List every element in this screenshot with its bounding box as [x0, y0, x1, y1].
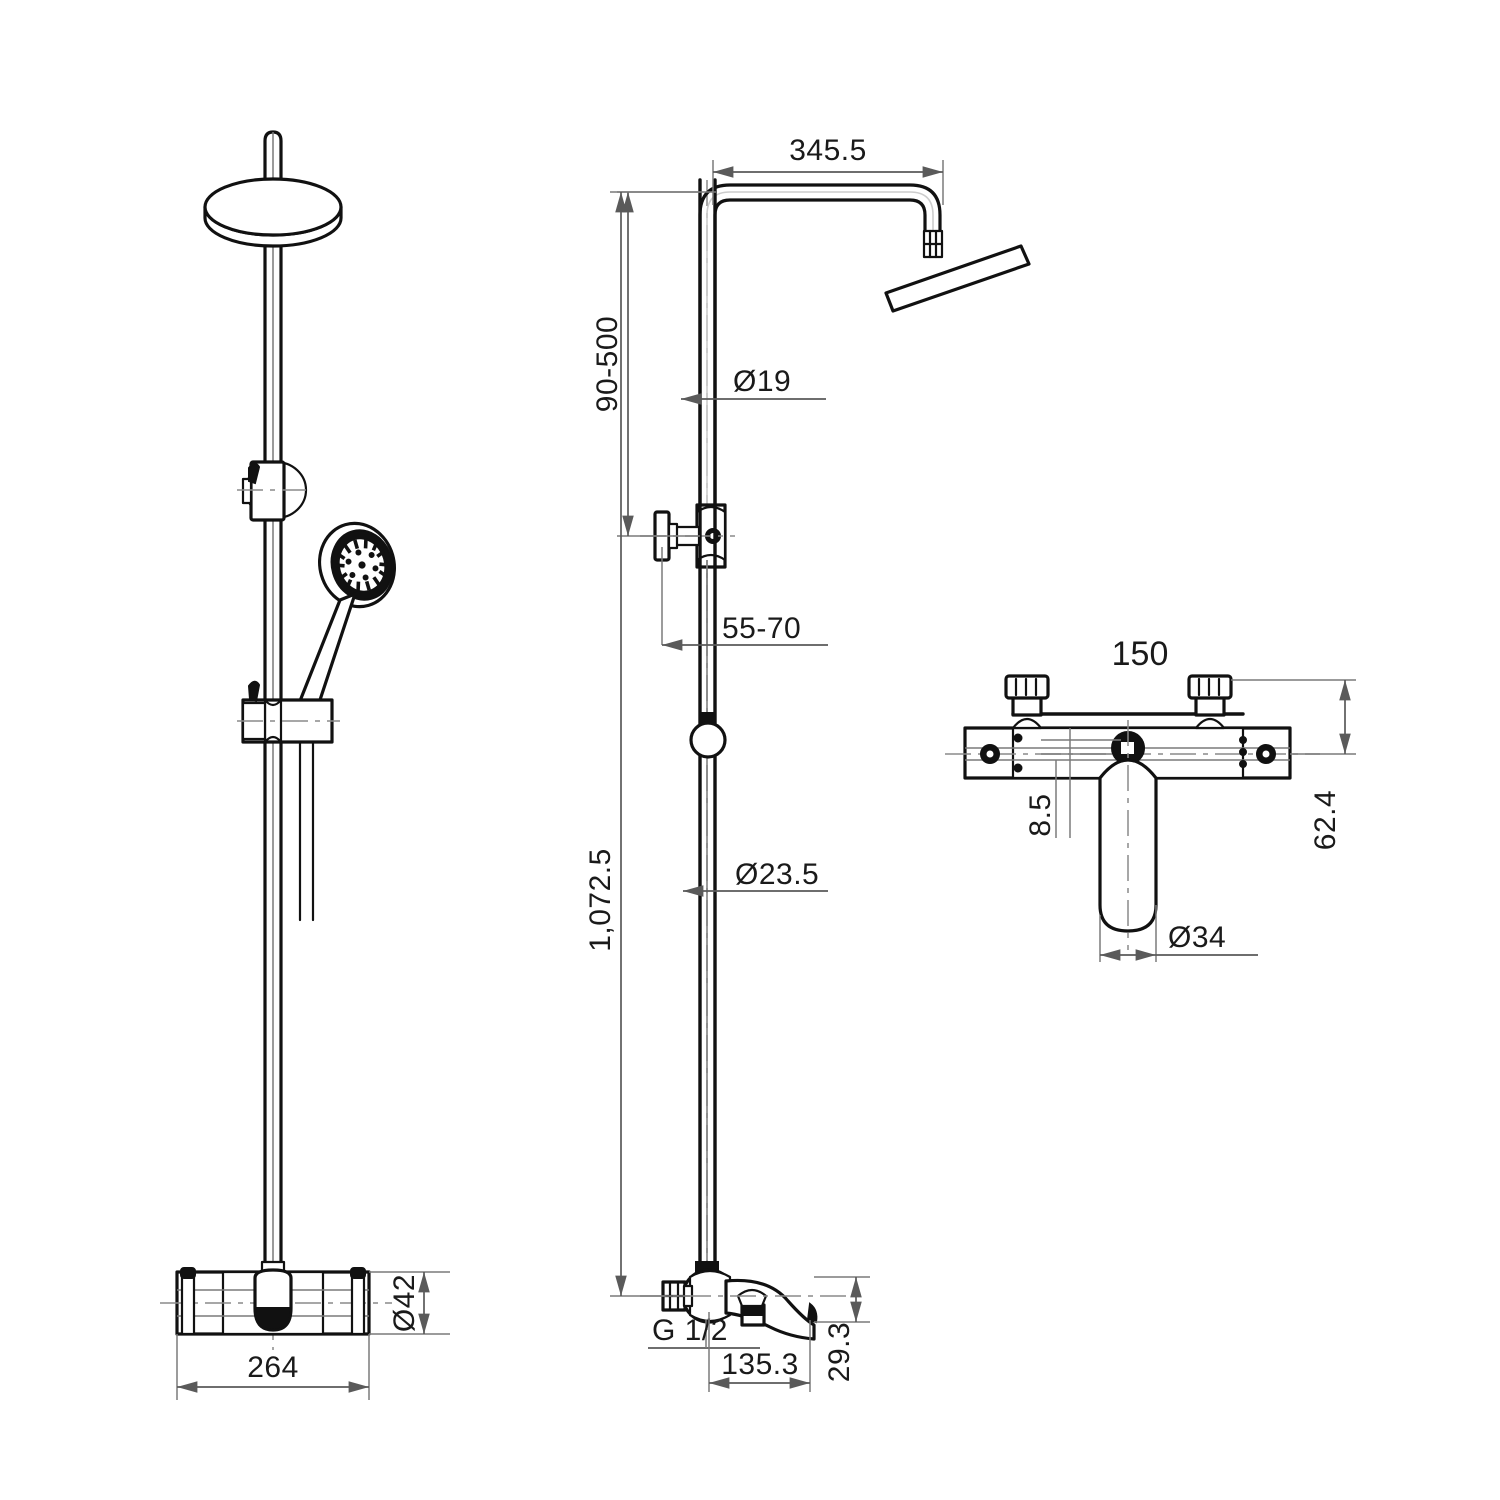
detail-dimension-dia34: Ø34	[1099, 905, 1258, 962]
lower-holder-bracket-front	[237, 680, 340, 744]
rain-shower-head-front	[203, 177, 343, 248]
upper-slider-bracket-front	[237, 460, 308, 522]
detail-dimension-150: 150	[1112, 635, 1169, 673]
detail-dimension-62-4: 62.4	[1231, 679, 1356, 850]
side-dimension-g-half: G 1/2	[648, 1314, 760, 1349]
front-body-diameter-label: Ø42	[388, 1274, 421, 1332]
mixer-body-detail-view: 150 8.5 62.4 Ø34	[945, 635, 1356, 962]
riser-lower-diameter-label: Ø23.5	[735, 858, 819, 891]
shower-hose-front	[298, 740, 315, 922]
side-dimension-135-3: 135.3	[708, 1312, 811, 1392]
inlet-nut-right-detail	[1187, 674, 1233, 730]
temperature-handle-front[interactable]	[180, 1267, 196, 1336]
bath-spout-side	[724, 1278, 818, 1341]
detail-dimension-8-5: 8.5	[1024, 728, 1071, 838]
shower-head-collar-side	[922, 229, 944, 259]
side-dimension-345-5: 345.5	[712, 134, 944, 205]
side-port-right-detail	[1239, 736, 1276, 768]
rain-shower-head-side	[884, 244, 1031, 313]
inlet-nut-left-detail	[1004, 674, 1050, 730]
spout-projection-label: 135.3	[721, 1348, 799, 1381]
column-height-label: 1,072.5	[584, 848, 617, 952]
front-dimension-264: 264	[176, 1334, 370, 1400]
arm-reach-label: 345.5	[789, 134, 867, 167]
side-dimension-dia19: Ø19	[681, 365, 826, 405]
body-depth-label: 62.4	[1309, 790, 1342, 850]
wall-to-centre-label: 8.5	[1024, 793, 1057, 836]
hose-outlet-port-side	[689, 712, 727, 759]
inlet-centres-label: 150	[1112, 635, 1169, 673]
spout-shank-detail	[1098, 720, 1158, 950]
inlet-thread-label: G 1/2	[652, 1314, 728, 1347]
front-elevation-view: 264 Ø42	[160, 130, 450, 1400]
mixer-body-front	[160, 1260, 392, 1336]
side-port-left-detail	[980, 733, 1023, 773]
front-dimension-dia42: Ø42	[369, 1271, 450, 1335]
side-dimension-90-500: 90-500	[591, 191, 716, 537]
hand-shower-handle-front	[296, 592, 357, 711]
front-width-label: 264	[247, 1351, 299, 1384]
spout-diameter-label: Ø34	[1168, 921, 1226, 954]
riser-upper-diameter-label: Ø19	[733, 365, 791, 398]
shower-arm-side	[698, 183, 942, 520]
hand-shower-head-front	[317, 521, 397, 609]
spout-drop-label: 29.3	[823, 1322, 856, 1382]
bracket-projection-label: 55-70	[722, 612, 801, 645]
side-dimension-55-70: 55-70	[661, 547, 828, 651]
flow-handle-front[interactable]	[350, 1267, 366, 1336]
side-dimension-29-3: 29.3	[814, 1276, 870, 1382]
side-dimension-1072-5: 1,072.5	[584, 191, 700, 1297]
side-elevation-view: 345.5 90-500 Ø19 55-70	[584, 134, 1031, 1392]
outlet-port-detail	[1041, 731, 1145, 765]
side-dimension-dia23-5: Ø23.5	[683, 858, 828, 897]
head-adjust-label: 90-500	[591, 316, 624, 412]
diverter-knob-front[interactable]	[253, 1260, 293, 1332]
